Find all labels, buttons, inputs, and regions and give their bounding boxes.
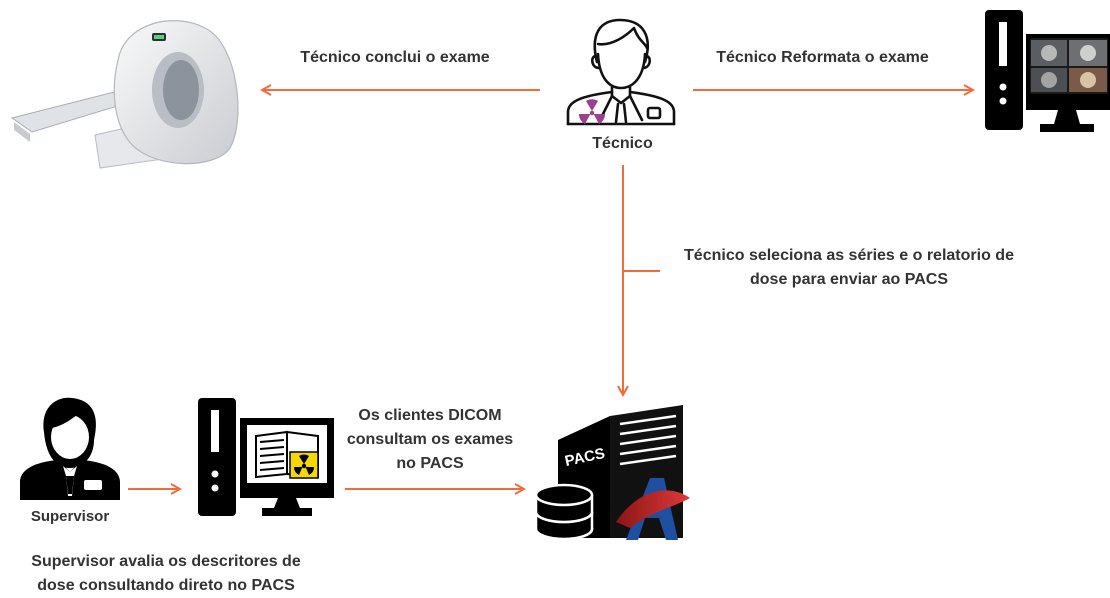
edge-label-send: Técnico seleciona as séries e o relatori…	[668, 244, 1030, 292]
caption-line1: Supervisor avalia os descritores de	[31, 553, 301, 570]
edge-label-send-line1: Técnico seleciona as séries e o relatori…	[684, 247, 1014, 264]
dicom-client-workstation-icon	[198, 398, 334, 516]
caption-line2: dose consultando direto no PACS	[37, 577, 295, 594]
edge-label-query-line3: no PACS	[396, 455, 464, 472]
reformat-workstation-icon	[985, 10, 1110, 132]
edge-label-conclude: Técnico conclui o exame	[300, 49, 490, 66]
edge-label-query-line2: consultam os exames	[346, 431, 514, 448]
caption: Supervisor avalia os descritores de dose…	[6, 550, 326, 598]
technician-icon	[566, 18, 676, 126]
pacs-server-icon	[534, 405, 690, 541]
edge-label-query: Os clientes DICOM consultam os exames no…	[340, 404, 520, 476]
radiation-icon	[578, 99, 606, 124]
edge-label-query-line1: Os clientes DICOM	[358, 407, 502, 424]
supervisor-icon	[20, 397, 120, 500]
supervisor-label: Supervisor	[30, 508, 110, 525]
technician-label: Técnico	[592, 135, 653, 152]
ct-scanner-icon	[10, 20, 239, 169]
edge-label-reformat: Técnico Reformata o exame	[716, 49, 929, 66]
edge-label-send-line2: dose para enviar ao PACS	[750, 271, 948, 288]
